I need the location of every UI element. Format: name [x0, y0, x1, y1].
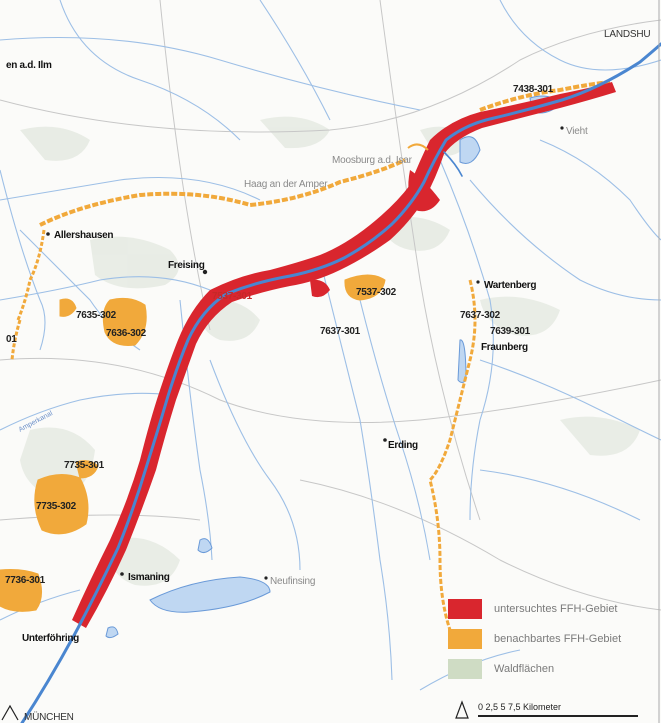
label-pfaffenhofen: en a.d. Ilm [6, 60, 52, 71]
label-neufinsing: Neufinsing [270, 576, 315, 587]
label-7537-302: 7537-302 [356, 287, 397, 298]
town-marker-ismaning [120, 572, 124, 576]
compass-icon [1, 704, 19, 721]
legend-item-forest: Waldflächen [448, 654, 661, 684]
scale-bar-line [478, 715, 638, 717]
label-haag: Haag an der Amper [244, 179, 328, 190]
legend-swatch-forest [448, 659, 482, 679]
town-markers [46, 126, 564, 580]
label-landshut: LANDSHU [604, 29, 650, 40]
label-7636-302: 7636-302 [106, 328, 147, 339]
label-7736-301: 7736-301 [5, 575, 46, 586]
label-7537-301: 7537-301 [212, 291, 253, 302]
label-fraunberg: Fraunberg [481, 342, 528, 353]
town-marker-allershausen [46, 232, 50, 236]
isar-river [20, 42, 661, 723]
label-7639-301: 7639-301 [490, 326, 531, 337]
neighbouring-ffh-areas [0, 80, 611, 631]
town-marker-freising [202, 269, 208, 275]
town-marker-vieht [560, 126, 564, 130]
label-01: 01 [6, 334, 17, 345]
label-allershausen: Allershausen [54, 230, 113, 241]
scale-bar: 0 2,5 5 7,5 Kilometer [452, 700, 661, 723]
legend-label-neighbouring: benachbartes FFH-Gebiet [494, 633, 622, 645]
legend-swatch-neighbouring [448, 629, 482, 649]
legend-swatch-investigated [448, 599, 482, 619]
legend-label-forest: Waldflächen [494, 663, 555, 675]
label-wartenberg: Wartenberg [484, 280, 536, 291]
label-7735-302: 7735-302 [36, 501, 77, 512]
map-legend: untersuchtes FFH-Gebiet benachbartes FFH… [448, 594, 661, 684]
roads [0, 0, 661, 611]
label-ismaning: Ismaning [128, 572, 170, 583]
town-marker-wartenberg [476, 280, 480, 284]
label-muenchen: MÜNCHEN [24, 711, 74, 723]
town-marker-neufinsing [264, 576, 268, 580]
label-vieht: Vieht [566, 126, 588, 137]
label-7635-302: 7635-302 [76, 310, 117, 321]
label-7637-301: 7637-301 [320, 326, 361, 337]
scale-bar-ticks: 0 2,5 5 7,5 Kilometer [478, 702, 562, 712]
legend-item-investigated: untersuchtes FFH-Gebiet [448, 594, 661, 624]
legend-label-investigated: untersuchtes FFH-Gebiet [494, 603, 618, 615]
label-unterfoehring: Unterföhring [22, 633, 79, 644]
north-arrow-icon [455, 700, 469, 719]
label-7438-301: 7438-301 [513, 84, 554, 95]
label-erding: Erding [388, 440, 418, 451]
label-moosburg: Moosburg a.d. Isar [332, 155, 413, 166]
town-marker-erding [383, 438, 387, 442]
site-outline-moosburg [407, 143, 429, 151]
label-freising: Freising [168, 260, 205, 271]
label-7735-301: 7735-301 [64, 460, 105, 471]
legend-item-neighbouring: benachbartes FFH-Gebiet [448, 624, 661, 654]
label-7637-302: 7637-302 [460, 310, 501, 321]
